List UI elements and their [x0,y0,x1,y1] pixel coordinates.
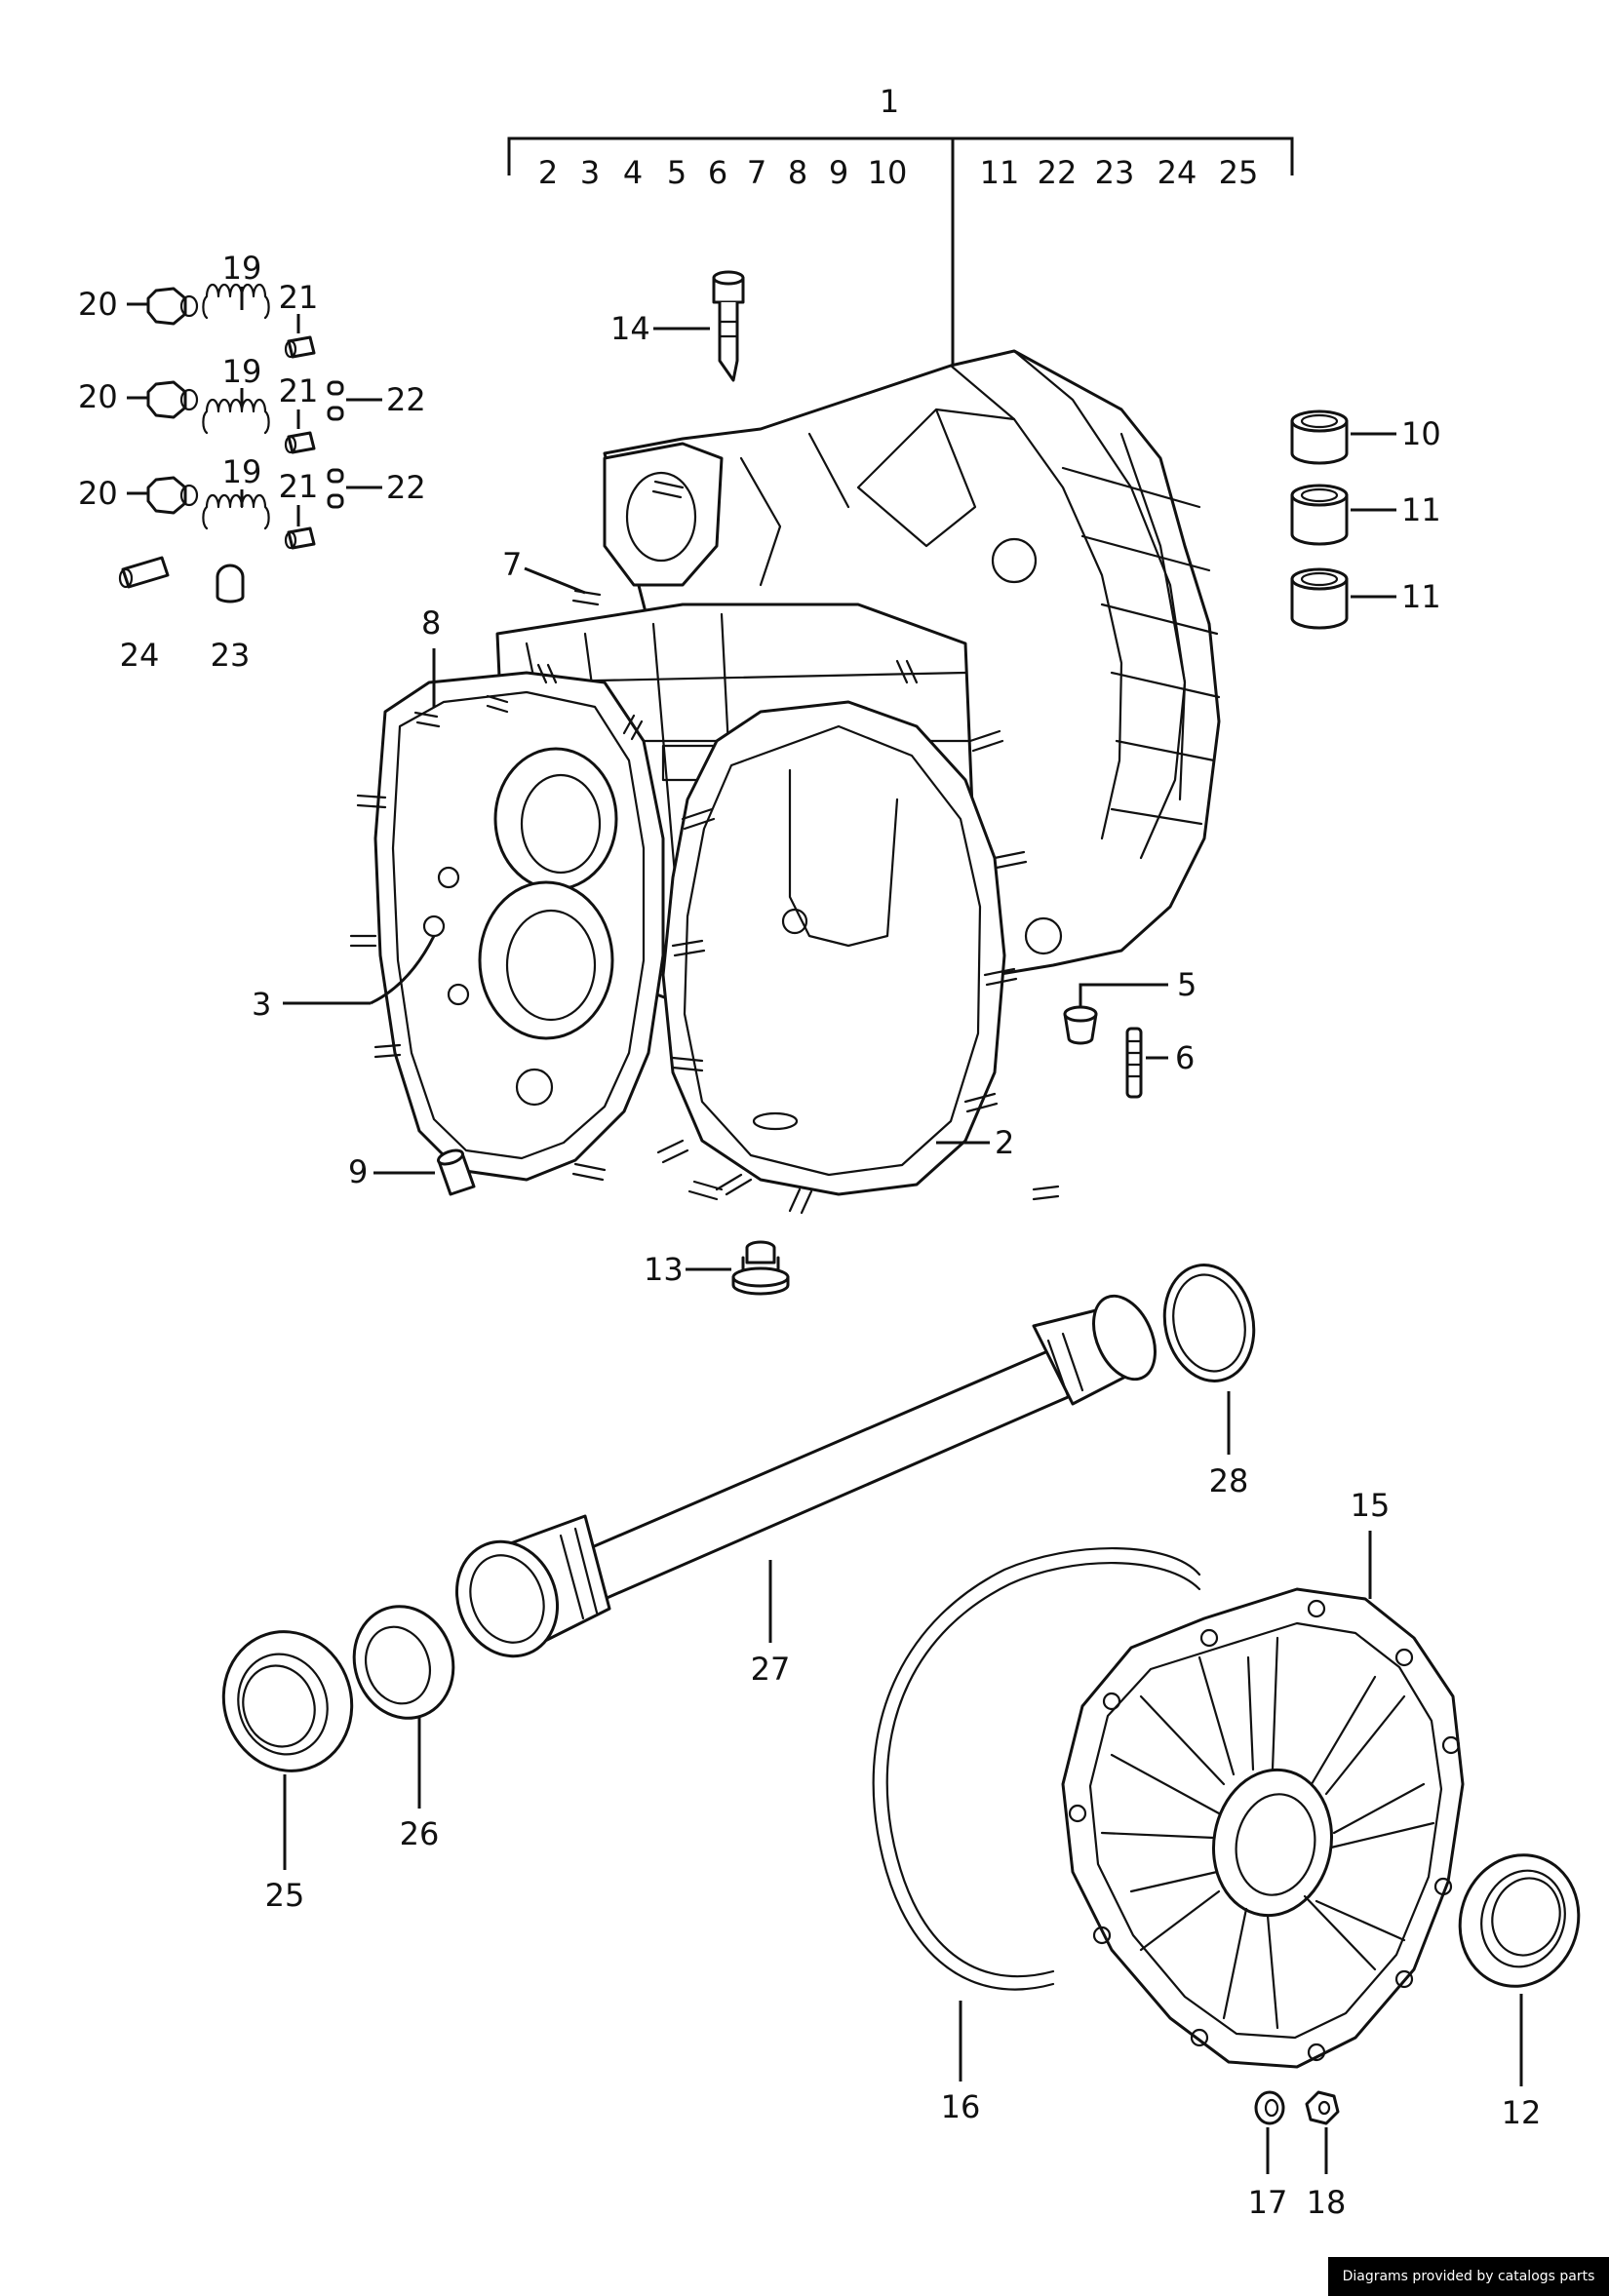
nut-20-row3 [146,476,199,515]
bracket-num[interactable]: 7 [747,154,766,191]
bracket-num[interactable]: 22 [1038,154,1078,191]
bracket-num[interactable]: 5 [667,154,687,191]
callout-12[interactable]: 12 [1502,2094,1542,2131]
ball-22-row3 [327,468,344,509]
callout-7[interactable]: 7 [502,546,522,583]
callout-8[interactable]: 8 [421,604,441,642]
callout-9[interactable]: 9 [348,1153,368,1190]
bracket-right-group: 11 22 23 24 25 [980,154,1259,191]
tube-27 [454,1294,1157,1658]
dowel-9 [436,1148,476,1196]
bushing-10 [1290,409,1349,465]
callout-18[interactable]: 18 [1307,2184,1347,2221]
bracket-num[interactable]: 8 [788,154,807,191]
o-ring-16 [872,1547,1201,1991]
bracket-num[interactable]: 3 [580,154,600,191]
spring-19-row1 [202,283,270,320]
callout-22-row2[interactable]: 22 [386,381,426,418]
plug-13 [731,1240,790,1296]
spring-19-row2 [202,398,270,435]
callout-23[interactable]: 23 [211,637,251,674]
detent-cluster: 19 21 20 19 21 20 [78,250,426,674]
callout-17[interactable]: 17 [1248,2184,1288,2221]
callout-11-lower[interactable]: 11 [1401,578,1441,615]
callout-13[interactable]: 13 [644,1251,684,1288]
callout-10[interactable]: 10 [1401,415,1441,452]
bracket-num[interactable]: 25 [1219,154,1259,191]
callout-11-upper[interactable]: 11 [1401,491,1441,528]
callout-3[interactable]: 3 [252,986,271,1023]
callout-25[interactable]: 25 [265,1877,305,1914]
callout-22-row3[interactable]: 22 [386,469,426,506]
nut-18 [1305,2090,1340,2125]
callout-2[interactable]: 2 [995,1124,1014,1161]
breather-pin-14 [712,270,745,382]
cap-23 [216,564,245,603]
bracket-num[interactable]: 6 [708,154,727,191]
stud-6 [1125,1027,1143,1099]
plug-5 [1063,1005,1098,1045]
callout-19-row1[interactable]: 19 [222,250,262,287]
bushing-11b [1290,567,1349,630]
callout-20-row2[interactable]: 20 [78,378,118,415]
callout-26[interactable]: 26 [400,1815,440,1852]
diagram-credit: Diagrams provided by catalogs parts [1328,2257,1609,2296]
transmission-housing [349,349,1221,1215]
spring-19-row3 [202,493,270,530]
bracket-num[interactable]: 2 [538,154,558,191]
callout-5[interactable]: 5 [1177,966,1197,1003]
callout-20-row1[interactable]: 20 [78,286,118,323]
bracket-num[interactable]: 10 [868,154,908,191]
callout-21-row2[interactable]: 21 [279,372,319,409]
nut-20-row2 [146,380,199,419]
callout-19-row3[interactable]: 19 [222,453,262,490]
seal-25 [221,1630,354,1772]
callout-21-row1[interactable]: 21 [279,279,319,316]
bracket-num[interactable]: 24 [1158,154,1197,191]
seal-12 [1458,1853,1581,1988]
pin-21-row2 [284,431,316,454]
bracket-left-group: 2 3 4 5 6 7 8 9 10 [538,154,908,191]
ring-26 [352,1605,455,1720]
callout-14[interactable]: 14 [610,310,650,347]
assembly-bracket: 1 2 3 4 5 6 7 8 9 10 11 22 23 24 25 [507,83,1294,380]
bracket-num[interactable]: 23 [1095,154,1135,191]
housing-studs [349,480,1060,1215]
callout-24[interactable]: 24 [120,637,160,674]
pin-21-row3 [284,526,316,550]
bushing-11a [1290,484,1349,546]
pin-24 [118,556,170,589]
ball-22-row2 [327,380,344,421]
bracket-num[interactable]: 11 [980,154,1020,191]
bracket-num[interactable]: 9 [829,154,848,191]
cover-plate-15 [1061,1587,1465,2069]
callout-16[interactable]: 16 [941,2088,981,2125]
callout-27[interactable]: 27 [751,1651,791,1688]
callout-21-row3[interactable]: 21 [279,468,319,505]
washer-17 [1254,2090,1285,2125]
callout-1[interactable]: 1 [880,83,899,120]
callout-19-row2[interactable]: 19 [222,353,262,390]
nut-20-row1 [146,287,199,326]
callout-20-row3[interactable]: 20 [78,475,118,512]
bracket-num[interactable]: 4 [623,154,643,191]
callout-6[interactable]: 6 [1175,1039,1195,1076]
o-ring-28 [1162,1264,1256,1382]
pin-21-row1 [284,335,316,359]
callout-28[interactable]: 28 [1209,1462,1249,1499]
callout-15[interactable]: 15 [1351,1487,1391,1524]
